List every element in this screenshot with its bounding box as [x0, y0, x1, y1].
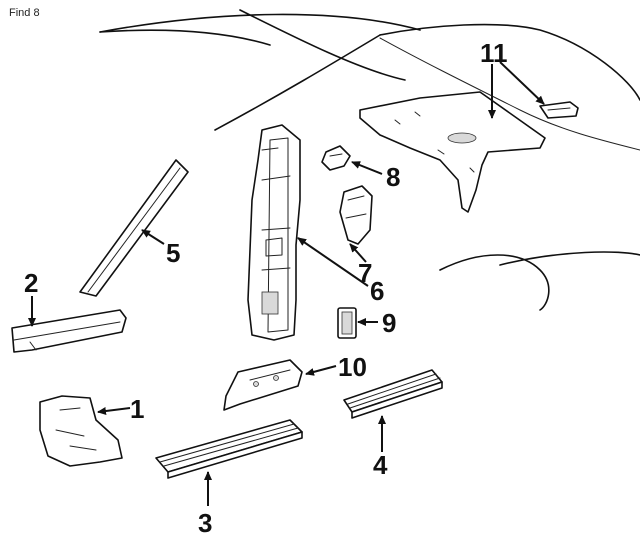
cowl-side-trim: [39, 395, 123, 467]
arrow-5: [141, 229, 165, 245]
find-label: Find 8: [9, 7, 40, 19]
callout-labels: 1 2 3 4 5 6 7 8 9 10 11: [24, 38, 508, 538]
rear-door-sill-plate: [343, 369, 443, 419]
callout-11: 11: [480, 38, 508, 68]
package-tray: [359, 91, 579, 213]
callout-6: 6: [370, 276, 384, 306]
arrow-10: [305, 365, 337, 376]
retainer-bracket: [321, 145, 351, 171]
callout-2: 2: [24, 268, 38, 298]
callout-3: 3: [198, 508, 212, 538]
arrow-6: [297, 237, 369, 287]
arrow-7: [349, 243, 367, 263]
callout-10: 10: [338, 352, 367, 382]
callout-8: 8: [386, 162, 400, 192]
lower-pillar-trim: [223, 359, 303, 411]
arrow-8: [351, 161, 383, 175]
arrow-1: [97, 407, 131, 415]
callout-7: 7: [358, 258, 372, 288]
callout-1: 1: [130, 394, 144, 424]
b-pillar-trim: [247, 124, 301, 341]
arrow-11b: [499, 61, 545, 105]
car-body-outline: [99, 9, 640, 311]
a-pillar-molding: [79, 159, 189, 297]
dome-lamp-bezel: [337, 307, 357, 339]
front-door-sill-plate: [155, 419, 303, 479]
front-sill-trim: [11, 309, 127, 353]
callout-9: 9: [382, 308, 396, 338]
callout-4: 4: [373, 450, 388, 480]
leader-arrows: [28, 61, 545, 506]
quarter-trim-piece: [339, 185, 373, 245]
callout-5: 5: [166, 238, 180, 268]
